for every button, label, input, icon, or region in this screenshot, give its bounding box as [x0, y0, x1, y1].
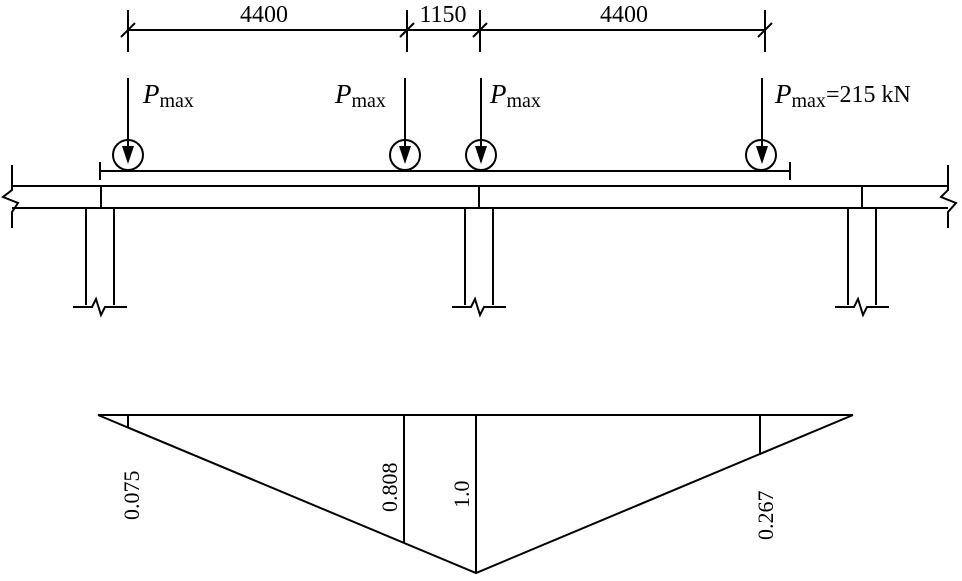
ordinate-label-3: 1.0	[449, 481, 474, 509]
ordinate-label-4: 0.267	[753, 491, 778, 541]
column-break	[73, 296, 127, 318]
column-3	[835, 208, 889, 318]
arrowhead-3	[475, 146, 487, 164]
dimension-label-2: 1150	[419, 2, 466, 28]
column-break	[835, 296, 889, 318]
column-1	[73, 208, 127, 318]
load-label-4: Pmax=215 kN	[774, 79, 911, 112]
break-symbol-left	[1, 165, 20, 228]
dimension-label-1: 4400	[240, 2, 288, 28]
load-label-2: Pmax	[334, 79, 386, 112]
crane-rail	[99, 162, 791, 180]
load-label-3: Pmax	[489, 79, 541, 112]
column-break	[452, 296, 506, 318]
crane-beam	[1, 165, 958, 228]
load-symbol: P	[142, 79, 160, 109]
load-symbol: P	[489, 79, 507, 109]
dimension-tick	[757, 22, 773, 38]
load-subscript: max	[352, 90, 386, 112]
load-label-1: Pmax	[142, 79, 194, 112]
dimension-tick	[120, 22, 136, 38]
column-2	[452, 208, 506, 318]
load-subscript: max	[792, 90, 826, 112]
arrowhead-2	[399, 146, 411, 164]
dimension-chain	[120, 10, 773, 52]
arrowhead-1	[122, 146, 134, 164]
ordinate-label-2: 0.808	[377, 463, 402, 513]
load-symbol: P	[774, 79, 792, 109]
arrowhead-4	[756, 146, 768, 164]
ordinate-label-1: 0.075	[119, 471, 144, 521]
dimension-label-3: 4400	[600, 2, 648, 28]
influence-line	[97, 414, 854, 575]
wheel-loads	[112, 78, 777, 171]
load-subscript: max	[507, 90, 541, 112]
break-symbol-right	[939, 165, 958, 228]
load-symbol: P	[334, 79, 352, 109]
load-subscript: max	[160, 90, 194, 112]
dimension-tick	[399, 22, 415, 38]
dimension-tick	[472, 22, 488, 38]
load-value: =215 kN	[826, 82, 911, 108]
